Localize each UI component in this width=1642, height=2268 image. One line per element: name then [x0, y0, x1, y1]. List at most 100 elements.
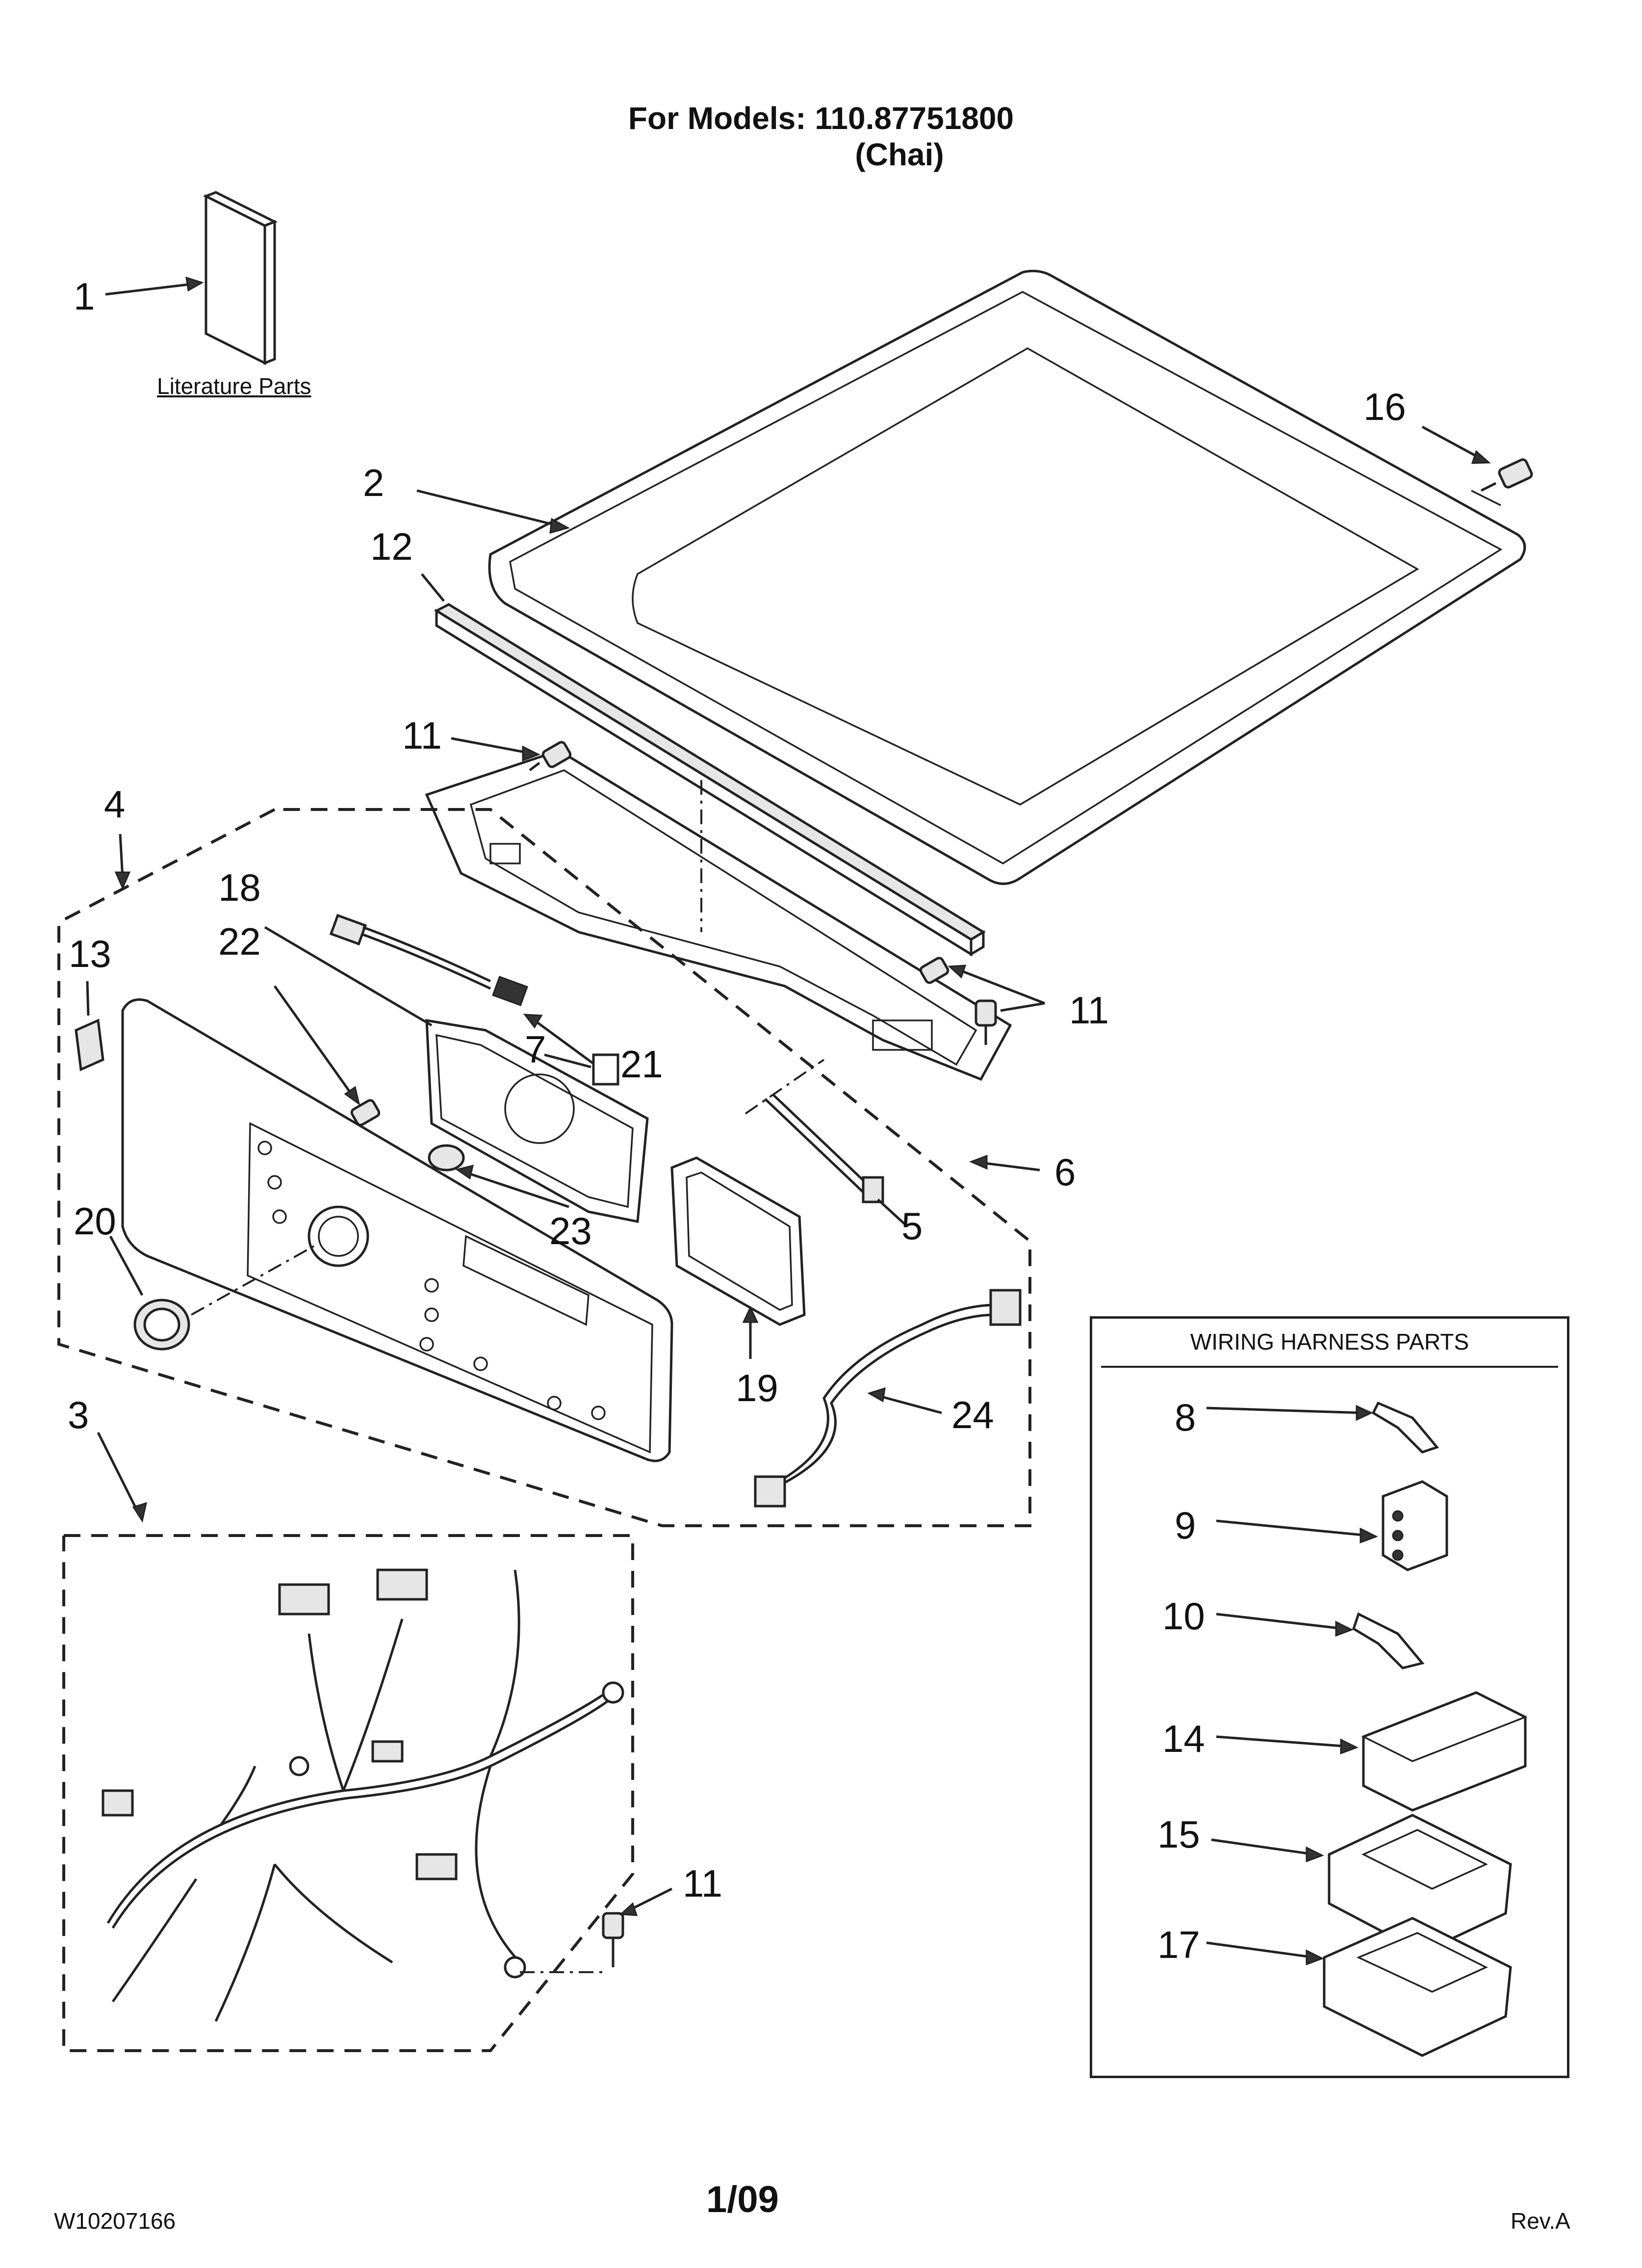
screw-part-16: [1480, 458, 1533, 492]
connector-part-9: [1382, 1480, 1448, 1571]
part-23: [428, 1144, 465, 1172]
callout-22: 22: [218, 920, 261, 963]
leader-line-11c: [627, 1887, 673, 1912]
clip-part-7: [592, 1053, 619, 1086]
harness-callout-15: 15: [1157, 1813, 1200, 1856]
callout-13: 13: [69, 932, 111, 975]
leader-line-23: [465, 1171, 569, 1208]
arrowhead-3: [132, 1502, 148, 1523]
wiring-harness-parts-box: WIRING HARNESS PARTS: [1090, 1316, 1569, 2078]
literature-parts-caption: Literature Parts: [157, 373, 311, 399]
leader-line-6: [980, 1161, 1040, 1172]
callout-12: 12: [370, 525, 413, 568]
leader-line-9: [1216, 1519, 1369, 1537]
arrowhead-11c: [619, 1902, 638, 1916]
callout-11-bottom: 11: [683, 1862, 722, 1905]
screw-part-11-bottom: [602, 1912, 624, 1967]
callout-19: 19: [736, 1366, 778, 1409]
console-panel-part: [121, 998, 673, 1462]
knob-part-20: [133, 1299, 190, 1351]
models-line: For Models: 110.87751800: [628, 101, 1014, 136]
leader-line-10: [1216, 1613, 1344, 1630]
screw-line-16: [1471, 490, 1501, 506]
leader-line-7: [544, 1053, 591, 1069]
control-board-part-18: [425, 1019, 649, 1223]
leader-line-18: [264, 926, 433, 1027]
wiring-harness-parts-heading: WIRING HARNESS PARTS: [1101, 1319, 1558, 1368]
callout-11-right: 11: [1069, 989, 1109, 1032]
harness-part-21: [329, 913, 528, 1006]
arrowhead-14: [1340, 1738, 1359, 1755]
callout-23: 23: [549, 1209, 592, 1252]
strip-part-12: [434, 603, 986, 957]
leader-line-11b-2: [1000, 1002, 1045, 1012]
leader-line-24: [877, 1394, 942, 1414]
leader-line-11a: [451, 737, 530, 755]
leader-line-8: [1206, 1407, 1364, 1414]
screw-part-22: [350, 1099, 381, 1126]
arrowhead-24: [867, 1387, 886, 1403]
leader-line-3: [97, 1432, 139, 1512]
literature-booklet-part: [203, 191, 278, 365]
harness-callout-14: 14: [1162, 1717, 1205, 1760]
callout-1: 1: [74, 275, 95, 318]
alignment-line-knob: [191, 1245, 314, 1316]
arrowhead-11b: [948, 965, 967, 979]
housing-part-17: [1323, 1917, 1512, 2057]
leader-line-11b-1: [956, 967, 1045, 1005]
callout-4: 4: [104, 782, 126, 826]
arrowhead-22: [344, 1086, 360, 1106]
leader-line-17: [1206, 1941, 1315, 1959]
harness-callout-9: 9: [1175, 1504, 1196, 1547]
screw-part-11-top: [529, 741, 572, 771]
board-part-19: [670, 1156, 806, 1326]
harness-callout-10: 10: [1162, 1594, 1205, 1638]
leader-line-12: [421, 573, 445, 602]
callout-18: 18: [218, 866, 261, 909]
leader-line-22: [273, 985, 355, 1097]
arrowhead-6: [969, 1154, 988, 1170]
top-panel-part: [488, 269, 1526, 885]
connector-block-part-14: [1361, 1691, 1528, 1812]
header: For Models: 110.87751800 (Chai): [576, 101, 1066, 173]
leader-line-1: [105, 282, 197, 296]
arrowhead-10: [1335, 1620, 1354, 1637]
leader-line-20: [109, 1235, 144, 1296]
housing-part-15: [1328, 1814, 1512, 1954]
harness-callout-8: 8: [1175, 1396, 1196, 1439]
arrowhead-15: [1306, 1846, 1324, 1863]
console-bracket-part-6: [425, 749, 1012, 1081]
assembly-boundary-4: [57, 808, 1031, 1527]
arrowhead-23: [455, 1164, 474, 1180]
terminal-part-8: [1371, 1401, 1439, 1454]
screw-part-11-right: [919, 957, 997, 1045]
leader-line-4: [119, 834, 124, 879]
assembly-boundary-3: [62, 1534, 634, 2052]
arrowhead-8: [1356, 1405, 1373, 1421]
tie-strap-part-5: [764, 1093, 884, 1203]
page-number: 1/09: [706, 2179, 779, 2220]
arrowhead-11a: [522, 745, 540, 762]
variant-line: (Chai): [855, 136, 944, 172]
callout-24: 24: [951, 1393, 994, 1436]
document-number: W10207166: [54, 2208, 176, 2234]
leader-line-2: [416, 489, 560, 527]
arrowhead-1: [185, 276, 204, 292]
arrowhead-16: [1471, 450, 1491, 464]
callout-16: 16: [1363, 385, 1406, 428]
arrowhead-17: [1306, 1949, 1324, 1966]
callout-11-top: 11: [402, 714, 442, 757]
harness-callout-17: 17: [1157, 1923, 1200, 1966]
arrowhead-9: [1360, 1527, 1378, 1544]
callout-5: 5: [901, 1204, 923, 1248]
leader-line-14: [1216, 1735, 1349, 1748]
callout-3: 3: [68, 1393, 89, 1436]
leader-line-13: [86, 981, 90, 1016]
leader-line-16: [1421, 425, 1482, 460]
callout-6: 6: [1054, 1150, 1076, 1194]
part-13-clip: [75, 1018, 104, 1071]
arrowhead-2: [549, 518, 570, 534]
arrowhead-19: [742, 1305, 759, 1323]
leader-line-15: [1211, 1838, 1315, 1856]
leader-line-5: [877, 1199, 908, 1227]
